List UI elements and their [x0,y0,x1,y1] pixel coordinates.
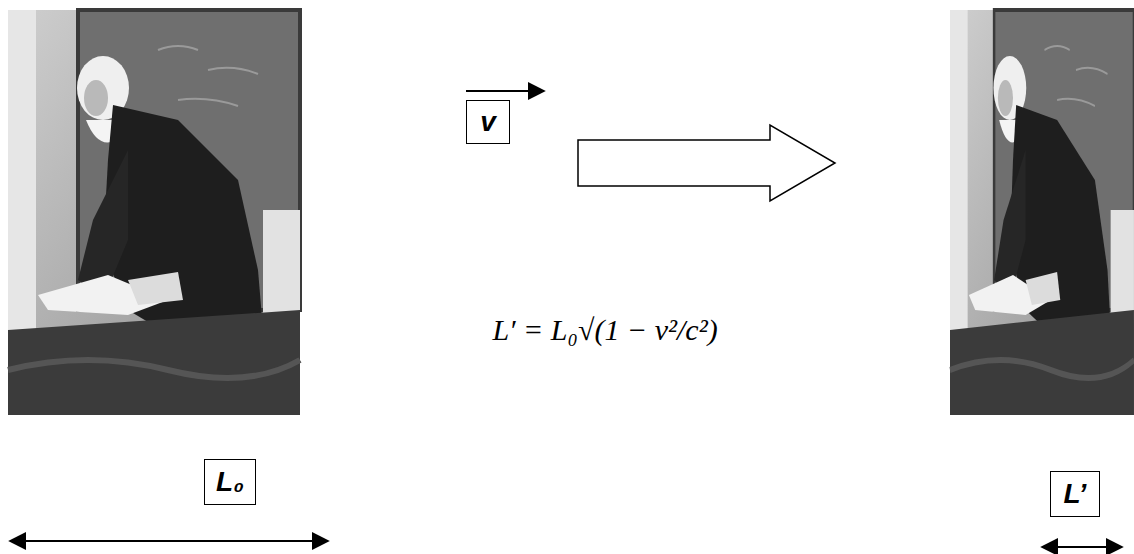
formula-text: L′ = L₀√(1 − v²/c²) [492,313,717,347]
label-box: L’ [1050,471,1100,517]
box-text: v [480,107,496,138]
length-dimension [10,540,328,542]
box-text: L’ [1064,479,1087,510]
motion-arrow [578,125,835,201]
portrait-photo [8,10,300,415]
label-box: v [466,100,510,144]
length-dimension [1042,546,1122,548]
label-box: L₀ [204,459,256,505]
vector-arrow [466,90,544,92]
contracted-photo [950,10,1134,415]
box-text: L₀ [216,467,244,498]
